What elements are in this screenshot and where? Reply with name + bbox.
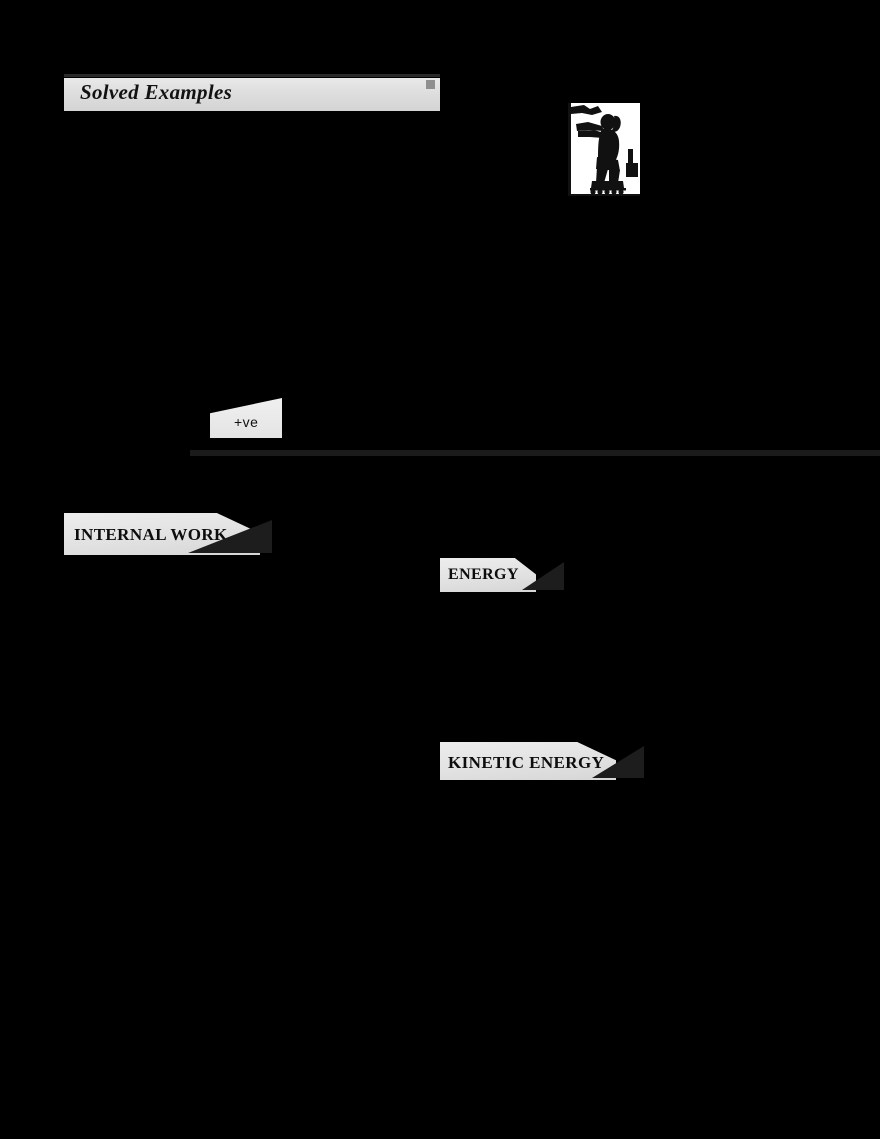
- positive-direction-marker: +ve: [210, 398, 282, 438]
- skater-figure: [568, 103, 640, 196]
- banner-kinetic-energy: KINETIC ENERGY: [440, 742, 616, 780]
- banner-energy-body: [440, 558, 536, 592]
- section-header-banner: [64, 78, 440, 111]
- banner-internal-work-label: INTERNAL WORK: [74, 525, 228, 544]
- positive-direction-label: +ve: [234, 414, 259, 430]
- skater-silhouette-icon: [568, 103, 640, 196]
- header-banner-topline: [64, 74, 440, 77]
- banner-energy: ENERGY: [440, 558, 536, 592]
- header-banner-notch-icon: [426, 80, 435, 89]
- banner-kinetic-energy-body: [440, 742, 616, 780]
- banner-kinetic-energy-label: KINETIC ENERGY: [448, 753, 605, 772]
- banner-energy-label: ENERGY: [448, 566, 519, 583]
- horizontal-rule: [190, 450, 880, 456]
- page-title: Solved Examples: [80, 80, 233, 104]
